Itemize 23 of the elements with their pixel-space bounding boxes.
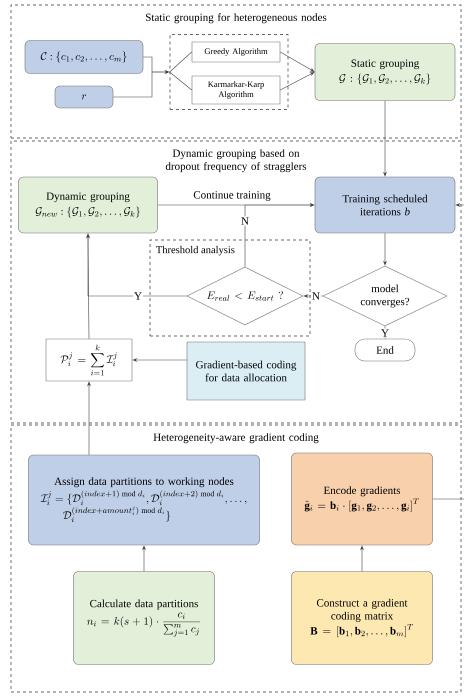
dashed-group-box [170, 34, 288, 110]
edge-label: Y [380, 328, 390, 338]
connector-line [432, 498, 464, 500]
algorithm-box: Greedy Algorithm [192, 42, 280, 62]
connector-line [169, 72, 192, 90]
algorithm-box: Karmarkar-Karp Algorithm [192, 76, 280, 104]
process-box: Calculate data partitions $n_i=k(s+1)\cdot\frac{c_i}{\sum_{j=1}^{m}c_j}$ [73, 571, 215, 665]
process-box: Training scheduled iterations b [314, 176, 456, 234]
process-box: Encode gradients $\tilde{\mathbf{g}}_i=\mathbf{b}_i\cdot\left[\mathbf{g}_1,\mathbf{g}_2,\ldots,\mathbf{g}_i\right]^T$ [291, 452, 433, 546]
input-box: $\mathcal{C}\!:\!\{c_1,c_2,\ldots,c_m\}$ [24, 40, 144, 74]
process-box: Static grouping $\mathcal{G}\!:\!\{\mathcal{G}_1,\mathcal{G}_2,\ldots,\mathcal{G}_k\}$ [314, 43, 456, 101]
process-box: Dynamic grouping $\mathcal{G}_{new}\!:\!\{\mathcal{G}_1,\mathcal{G}_2,\ldots,\mathcal{G}_k\}$ [18, 176, 158, 234]
edge-label: Continue training [192, 190, 272, 202]
connector-line [169, 52, 192, 72]
process-box: Gradient-based coding for data allocation [186, 342, 306, 400]
terminal-box: End [354, 338, 416, 362]
edge-label: Y [133, 291, 143, 301]
process-box: Assign data partitions to working nodes $\begin{array}{l}\mathcal{I}_i^j=\{\mathcal{D}_i^{(index+1)\bmod d_i},\mathcal{D}_i^{(index+2)\bmod d_i},\ldots,\\ \qquad\mathcal{D}_i^{(index+amount_i^j)\bmod d_i}\}\end{array}$ [28, 454, 260, 546]
edge-label: N [240, 216, 250, 226]
input-box: $r$ [54, 86, 114, 108]
process-box: Construct a gradient coding matrix $\mathbf{B}=\left[\mathbf{b}_1,\mathbf{b}_2,\ldots,\mathbf{b}_m\right]^T$ [291, 571, 433, 665]
formula-box: $\mathcal{P}_i^j=\sum_{i=1}^{k}\mathcal{I}_i^j$ [46, 338, 132, 382]
edge-label: N [311, 291, 321, 301]
